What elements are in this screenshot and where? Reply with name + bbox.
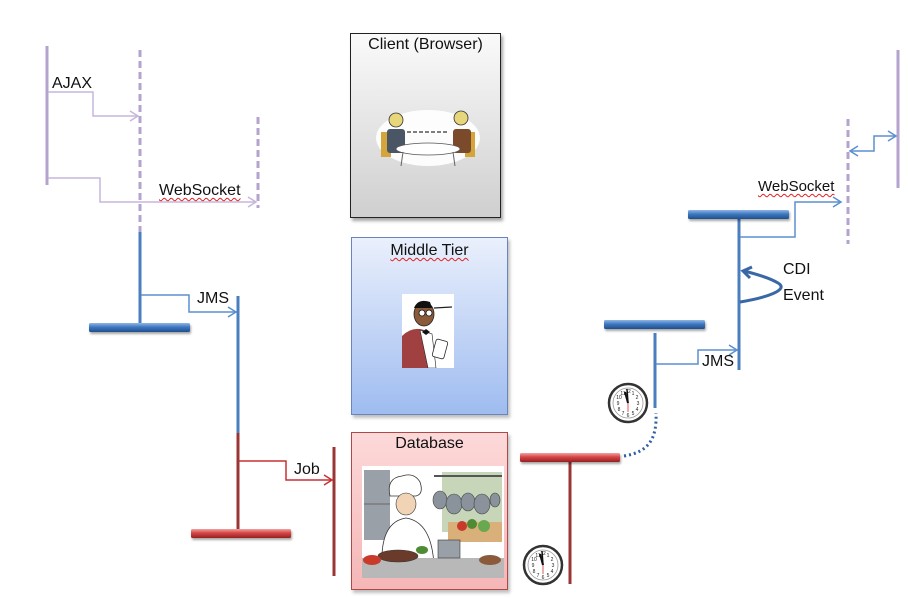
svg-text:4: 4	[636, 407, 639, 413]
jms-arrowhead-left	[227, 306, 238, 318]
svg-text:4: 4	[551, 569, 554, 575]
svg-text:7: 7	[537, 573, 540, 579]
middle-activation-bar-right-2	[688, 210, 789, 219]
job-arrowhead	[323, 474, 334, 486]
websocket-label-right: WebSocket	[758, 178, 835, 195]
job-arrow	[239, 460, 332, 481]
chef-kitchen-illustration	[362, 466, 504, 578]
svg-text:5: 5	[632, 411, 635, 417]
cdi-event-loop-arrow	[739, 269, 783, 304]
database-tier: Database	[351, 432, 508, 590]
websocket-arrowhead-right	[832, 196, 843, 208]
websocket-arrowhead-left	[247, 196, 258, 208]
middle-tier-title: Middle Tier	[390, 242, 469, 259]
db-activation-bar-right	[520, 453, 620, 462]
svg-text:6: 6	[627, 413, 630, 419]
svg-text:10: 10	[616, 395, 622, 401]
job-label: Job	[294, 461, 320, 478]
jms-arrow-left	[141, 294, 236, 313]
svg-text:5: 5	[547, 573, 550, 579]
jms-arrow-right	[656, 349, 737, 365]
client-arrowhead-left	[848, 145, 859, 157]
ajax-arrowhead	[129, 110, 140, 122]
svg-text:1: 1	[632, 391, 635, 397]
svg-text:10: 10	[531, 557, 537, 563]
websocket-label-left: WebSocket	[159, 182, 241, 199]
database-tier-title: Database	[395, 435, 464, 452]
client-to-client-arrow	[850, 135, 896, 152]
svg-text:3: 3	[552, 563, 555, 569]
svg-text:2: 2	[636, 395, 639, 401]
svg-text:9: 9	[532, 563, 535, 569]
svg-text:6: 6	[542, 575, 545, 581]
svg-text:8: 8	[618, 407, 621, 413]
ajax-arrow	[48, 91, 138, 117]
svg-text:9: 9	[617, 401, 620, 407]
cdi-event-arrowhead	[740, 265, 753, 280]
middle-activation-bar-left	[89, 323, 190, 332]
jms-label-right: JMS	[702, 353, 734, 370]
websocket-arrow-right	[740, 201, 841, 238]
svg-text:3: 3	[637, 401, 640, 407]
ajax-label: AJAX	[52, 75, 93, 92]
client-browser-tier: Client (Browser)	[350, 33, 501, 218]
svg-text:12: 12	[625, 389, 631, 395]
svg-text:12: 12	[540, 551, 546, 557]
jms-label-left: JMS	[197, 290, 229, 307]
timer-dotted-connector	[623, 412, 658, 458]
svg-text:8: 8	[533, 569, 536, 575]
event-label: Event	[783, 287, 824, 304]
svg-text:2: 2	[551, 557, 554, 563]
websocket-arrow-left	[48, 177, 256, 203]
middle-tier: Middle Tier	[351, 237, 508, 415]
waiter-illustration	[402, 294, 454, 368]
client-tier-title: Client (Browser)	[368, 36, 483, 53]
svg-text:11: 11	[535, 553, 540, 559]
svg-text:1: 1	[547, 553, 550, 559]
svg-text:11: 11	[620, 391, 625, 397]
businessmen-meeting-illustration	[376, 110, 480, 167]
cdi-label: CDI	[783, 261, 811, 278]
middle-activation-bar-right-1	[604, 320, 705, 329]
jms-arrowhead-right	[728, 344, 739, 356]
db-activation-bar-left	[191, 529, 291, 538]
client-arrowhead-right	[887, 130, 898, 142]
svg-text:7: 7	[622, 411, 625, 417]
